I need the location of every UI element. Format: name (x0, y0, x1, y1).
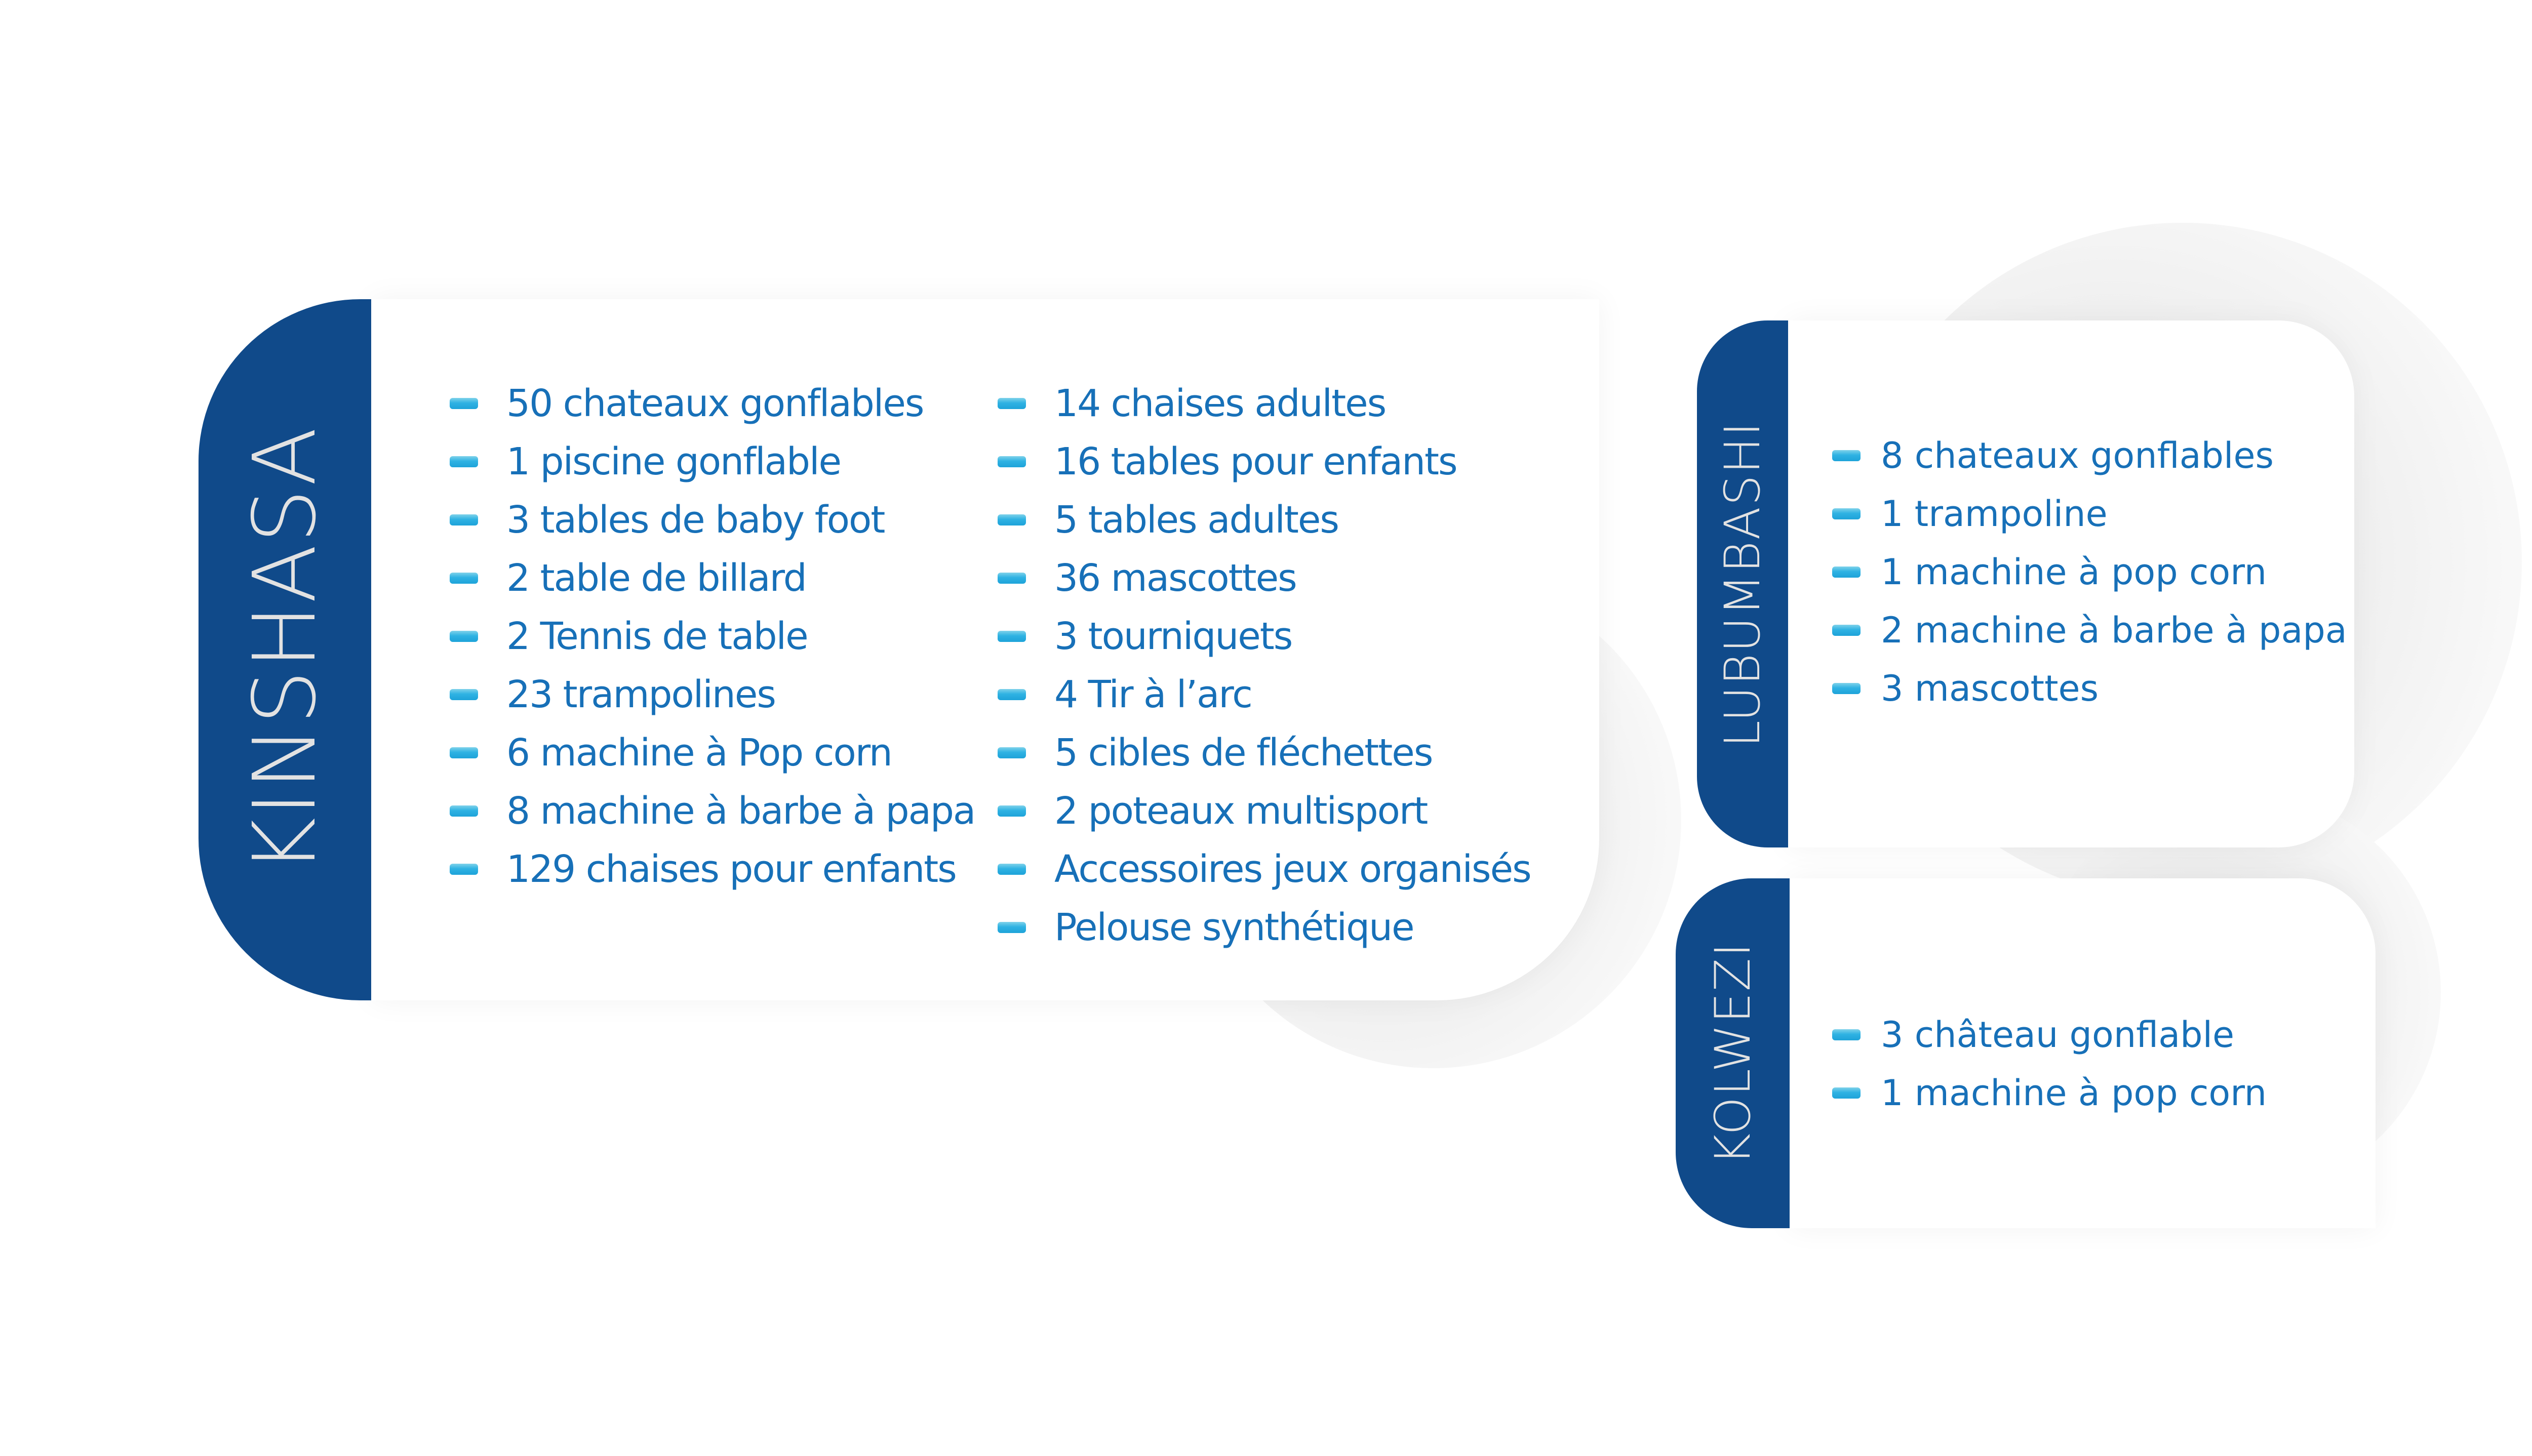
list-item-text: 14 chaises adultes (1054, 382, 1387, 425)
lubumbashi-card (1788, 320, 2354, 847)
kinshasa-tab: KINSHASA (199, 299, 371, 1000)
bullet-icon (998, 864, 1026, 875)
bullet-icon (998, 398, 1026, 409)
bullet-icon (1832, 625, 1861, 636)
bullet-icon (1832, 1087, 1861, 1099)
list-item-text: 1 machine à pop corn (1881, 1072, 2267, 1114)
bullet-icon (998, 573, 1026, 584)
bullet-icon (1832, 683, 1861, 694)
list-item-text: 23 trampolines (506, 673, 776, 716)
list-item-text: 3 mascottes (1881, 668, 2099, 709)
kolwezi-label: KOLWEZI (1704, 941, 1761, 1165)
kinshasa-label: KINSHASA (234, 426, 335, 874)
list-item-text: 129 chaises pour enfants (506, 847, 957, 891)
list-item-text: 5 tables adultes (1054, 498, 1339, 542)
list-item-text: Pelouse synthétique (1054, 906, 1415, 949)
kolwezi-card (1790, 878, 2376, 1228)
list-item-text: 1 machine à pop corn (1881, 551, 2267, 593)
list-item-text: 36 mascottes (1054, 556, 1297, 600)
list-item-text: 8 chateaux gonflables (1881, 435, 2274, 476)
list-item-text: 8 machine à barbe à papa (506, 789, 976, 833)
list-item-text: 50 chateaux gonflables (506, 382, 924, 425)
lubumbashi-tab: LUBUMBASHI (1697, 320, 1788, 847)
list-item-text: 5 cibles de fléchettes (1054, 731, 1433, 775)
list-item-text: 1 piscine gonflable (506, 440, 842, 483)
list-item-text: 3 tables de baby foot (506, 498, 885, 542)
bullet-icon (998, 456, 1026, 467)
lubumbashi-label: LUBUMBASHI (1714, 421, 1771, 747)
bullet-icon (450, 805, 478, 817)
bullet-icon (998, 631, 1026, 642)
list-item-text: 1 trampoline (1881, 493, 2108, 535)
bullet-icon (998, 747, 1026, 758)
list-item-text: 2 Tennis de table (506, 615, 809, 658)
list-item-text: 16 tables pour enfants (1054, 440, 1458, 483)
bullet-icon (998, 805, 1026, 817)
list-item-text: 6 machine à Pop corn (506, 731, 893, 775)
bullet-icon (450, 864, 478, 875)
list-item-text: 2 poteaux multisport (1054, 789, 1428, 833)
bullet-icon (998, 922, 1026, 933)
bullet-icon (1832, 567, 1861, 578)
list-item-text: 2 table de billard (506, 556, 807, 600)
bullet-icon (450, 514, 478, 525)
list-item-text: 4 Tir à l’arc (1054, 673, 1253, 716)
list-item-text: Accessoires jeux organisés (1054, 847, 1532, 891)
bullet-icon (1832, 1029, 1861, 1040)
bullet-icon (450, 398, 478, 409)
bullet-icon (998, 514, 1026, 525)
bullet-icon (1832, 508, 1861, 519)
bullet-icon (450, 747, 478, 758)
bullet-icon (450, 456, 478, 467)
bullet-icon (1832, 450, 1861, 461)
bullet-icon (998, 689, 1026, 700)
list-item-text: 2 machine à barbe à papa (1881, 610, 2347, 651)
kolwezi-tab: KOLWEZI (1676, 878, 1790, 1228)
kinshasa-card (371, 299, 1599, 1000)
bullet-icon (450, 689, 478, 700)
list-item-text: 3 tourniquets (1054, 615, 1293, 658)
bullet-icon (450, 631, 478, 642)
list-item-text: 3 château gonflable (1881, 1014, 2235, 1056)
bullet-icon (450, 573, 478, 584)
